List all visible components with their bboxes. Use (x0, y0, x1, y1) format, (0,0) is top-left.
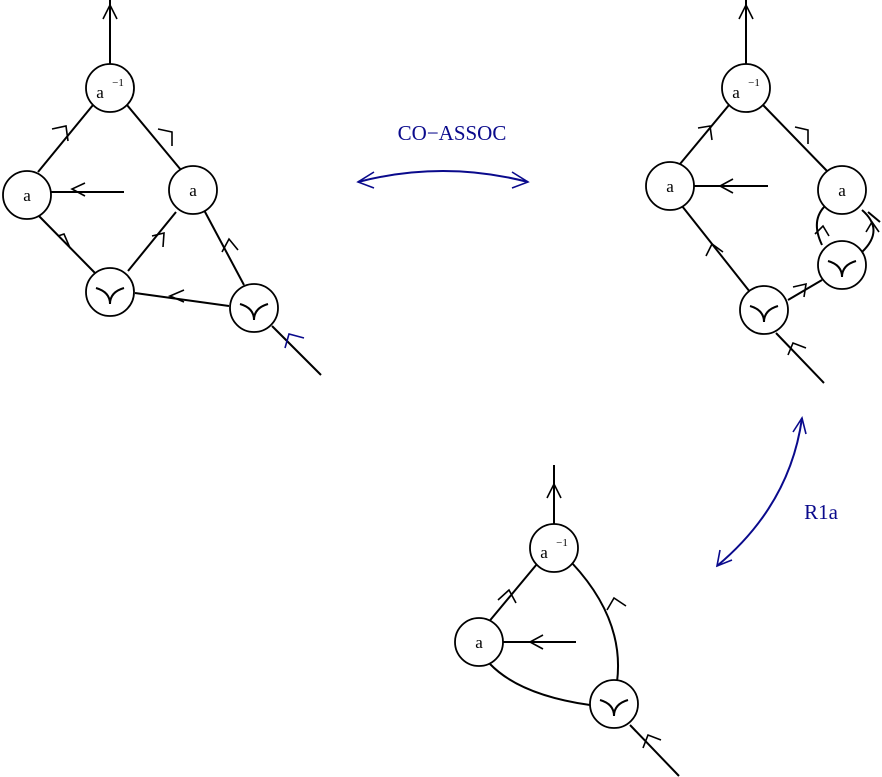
edge-coprod2-to-coprod (134, 292, 230, 307)
node-a-inverse-exponent: −1 (556, 537, 568, 549)
edge-a-right-loop-left (815, 204, 827, 246)
node-a-label: a (189, 181, 197, 200)
edge-a-right-tail (867, 211, 881, 223)
transition-r1a: R1a (715, 416, 839, 568)
node-a (168, 165, 218, 215)
arrowhead (70, 182, 86, 197)
edge-ainv-to-a-right (126, 104, 182, 171)
node-a-inverse-exponent: −1 (112, 77, 124, 89)
node-coproduct (229, 283, 279, 333)
arrowhead (738, 3, 754, 20)
coproduct-y-icon (239, 303, 269, 321)
arrowhead (528, 634, 544, 650)
node-a-inverse-exponent: −1 (748, 77, 760, 89)
arrowhead (787, 341, 807, 356)
node-a-inverse (721, 63, 771, 113)
arrowhead (221, 237, 239, 253)
arrowhead (792, 282, 807, 298)
node-coproduct (739, 285, 789, 335)
arrowhead (57, 233, 71, 249)
arrowhead (356, 171, 375, 189)
coproduct-y-icon (95, 287, 125, 305)
arrowhead (167, 289, 185, 303)
edge-input-bottom (629, 724, 680, 777)
edge-ainv-to-a-right (762, 104, 829, 173)
node-a-inverse-base: a (96, 83, 104, 102)
edge-coprod-to-a-right (127, 211, 177, 272)
arrowhead (794, 126, 809, 144)
edge-a-to-coprod (489, 663, 591, 706)
edge-a-left-to-coprod (681, 205, 751, 293)
arrowhead (284, 333, 305, 349)
arrowhead (157, 128, 173, 146)
arrowhead (865, 220, 880, 233)
transition-label-coassoc: CO−ASSOC (398, 121, 507, 145)
node-coproduct (817, 240, 867, 290)
coproduct-y-icon (827, 260, 857, 278)
node-a-label: a (666, 177, 674, 196)
node-a-label: a (23, 186, 31, 205)
node-a-label: a (475, 633, 483, 652)
node-a (2, 170, 52, 220)
arrowhead (151, 231, 165, 248)
arrowhead (715, 549, 733, 568)
diagram-right: a −1 a a (645, 0, 881, 384)
arrowhead (497, 588, 517, 604)
double-arrow-r1a (716, 417, 803, 567)
edge-ainv-to-a-left (37, 104, 94, 173)
node-a (645, 161, 695, 211)
arrowhead (51, 125, 69, 142)
edge-a-right-loop-right (861, 209, 875, 253)
arrowhead (606, 596, 627, 611)
arrowhead (642, 733, 662, 749)
transition-coassoc: CO−ASSOC (356, 121, 530, 189)
arrowhead (705, 242, 724, 257)
diagram-left: a −1 a a (2, 0, 322, 376)
arrowhead (546, 482, 562, 499)
edge-ainv-to-coprod (571, 562, 619, 683)
node-coproduct (85, 267, 135, 317)
arrowhead (718, 178, 734, 194)
edge-a-left-to-coprod (36, 213, 96, 274)
node-a-inverse-base: a (540, 543, 548, 562)
node-a (817, 165, 867, 215)
arrowhead (102, 3, 118, 20)
edge-input-bottom (775, 332, 825, 384)
arrowhead (511, 171, 530, 189)
node-coproduct (589, 679, 639, 729)
coproduct-y-icon (749, 305, 779, 323)
arrowhead (814, 224, 830, 237)
node-a-inverse-base: a (732, 83, 740, 102)
diagram-bottom: a −1 a (454, 465, 680, 777)
double-arrow-coassoc (357, 170, 529, 183)
node-a (454, 617, 504, 667)
node-a-inverse (85, 63, 135, 113)
edge-input-bottom (271, 325, 322, 376)
node-a-inverse (529, 523, 579, 573)
node-a-label: a (838, 181, 846, 200)
coproduct-y-icon (599, 699, 629, 717)
arrowhead (792, 416, 807, 435)
arrowhead (697, 125, 713, 141)
edge-ainv-to-a-left (679, 104, 730, 165)
transition-label-r1a: R1a (804, 500, 839, 524)
